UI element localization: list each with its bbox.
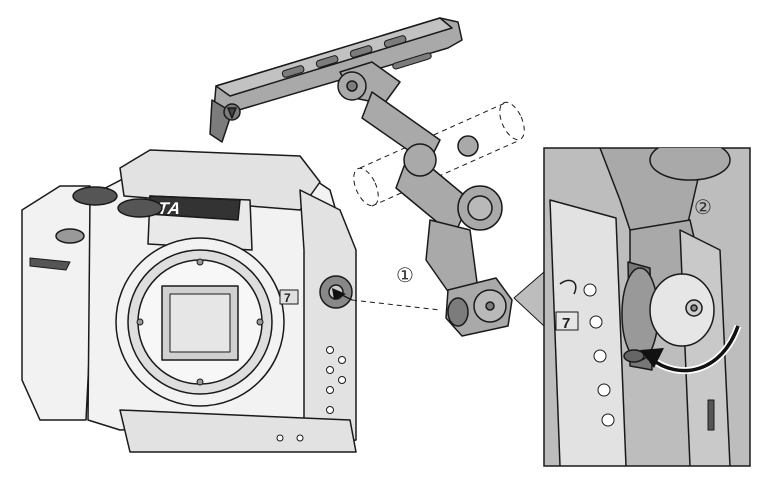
rotate-arrow-icon bbox=[640, 324, 742, 375]
arrow-head-icon bbox=[332, 288, 346, 300]
camera-cage-assembly: TILTA 7 bbox=[21, 149, 357, 453]
top-handle-assembly bbox=[209, 17, 525, 337]
step-2-marker: ② bbox=[694, 197, 712, 219]
hole-number-label: 7 bbox=[284, 291, 291, 305]
detail-inset: 7 ② bbox=[543, 147, 751, 467]
adjustable-arm bbox=[337, 61, 513, 337]
camera-grip bbox=[21, 185, 95, 421]
mode-dial bbox=[72, 186, 118, 206]
inset-hole-number-label: 7 bbox=[562, 315, 570, 332]
cage-bottom-plate bbox=[119, 409, 357, 453]
dashed-leader-line bbox=[332, 288, 441, 311]
cage-top-plate bbox=[119, 149, 321, 211]
shutter-dial bbox=[117, 198, 163, 218]
step-1-marker: ① bbox=[396, 265, 414, 287]
handle-bar bbox=[209, 17, 463, 143]
lock-knob bbox=[649, 273, 715, 347]
callout-connector bbox=[513, 270, 545, 328]
